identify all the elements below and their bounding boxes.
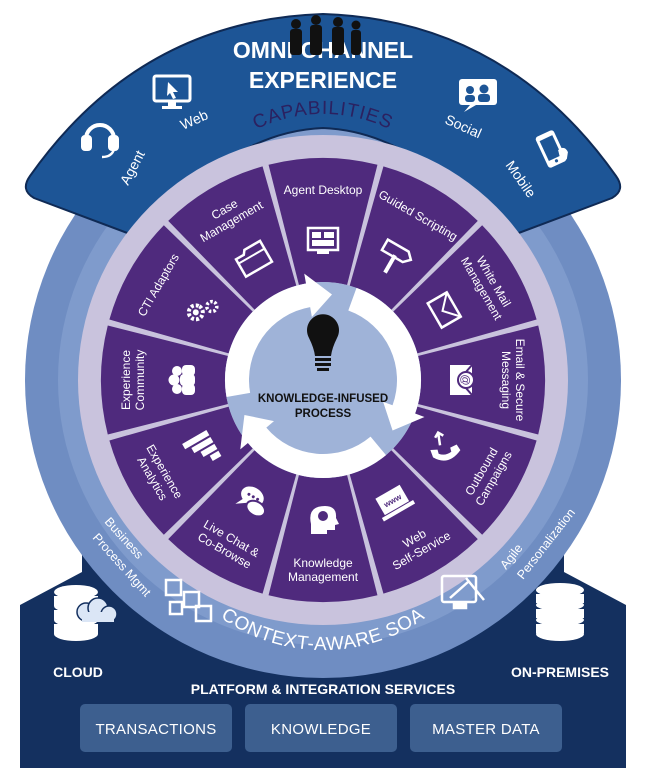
mobile-phone-icon xyxy=(535,130,568,168)
omni-title-line1: OMNI-CHANNEL xyxy=(233,37,413,63)
cycle-arrow xyxy=(225,273,332,398)
capability-label-line: Knowledge xyxy=(293,556,353,570)
capability-label: Email & SecureMessaging xyxy=(499,339,527,422)
bar-chart-icon xyxy=(182,430,222,461)
capability-segment-shape xyxy=(418,325,545,435)
chat-bubbles-icon xyxy=(235,486,267,518)
capability-segment-shape xyxy=(349,166,478,310)
head-bulb-icon xyxy=(310,506,339,534)
platform-box-transactions-label: TRANSACTIONS xyxy=(95,721,216,738)
on-premises-label: ON-PREMISES xyxy=(511,664,609,680)
cloud-database-icon xyxy=(54,585,118,641)
capability-segment[interactable]: CaseManagement xyxy=(168,166,297,310)
capability-label-line: Messaging xyxy=(499,351,513,409)
monitor-cursor-icon xyxy=(152,74,192,109)
cycle-arrow xyxy=(240,414,386,478)
phone-outbound-icon xyxy=(430,430,461,461)
capability-segment-shape xyxy=(109,225,253,354)
capability-segment[interactable]: White MailManagement xyxy=(393,225,537,354)
community-icon xyxy=(168,365,195,395)
headset-icon xyxy=(81,123,119,159)
platform-title: PLATFORM & INTEGRATION SERVICES xyxy=(191,681,455,697)
capability-label-line: Management xyxy=(288,570,359,584)
cycle-arrows xyxy=(225,273,425,478)
gears-icon xyxy=(186,299,219,322)
capability-label-line: Experience xyxy=(119,350,133,410)
process-flow-icon xyxy=(164,578,213,623)
svg-text:@: @ xyxy=(459,374,471,385)
design-tools-icon xyxy=(440,574,485,610)
platform-box-knowledge: KNOWLEDGE xyxy=(245,704,397,752)
capability-label: Agent Desktop xyxy=(284,183,363,197)
email-at-icon: @ xyxy=(450,364,475,396)
center-label-line1: KNOWLEDGE-INFUSED xyxy=(258,393,388,405)
on-premises-database-icon xyxy=(536,583,584,641)
capability-segment-shape xyxy=(168,166,297,310)
capability-segment[interactable]: Agent Desktop xyxy=(268,157,378,285)
people-chat-icon xyxy=(459,79,497,112)
envelope-icon xyxy=(426,290,463,330)
www-laptop-icon: www xyxy=(375,484,416,522)
capability-segment[interactable]: CTI Adaptors xyxy=(109,225,253,354)
capability-segment-shape xyxy=(268,475,378,603)
capability-segment[interactable]: ExperienceAnalytics xyxy=(109,406,253,535)
capability-segment[interactable]: OutboundCampaigns xyxy=(393,406,537,535)
capability-segment[interactable]: Email & SecureMessaging @ xyxy=(418,325,545,435)
capability-segment[interactable]: Guided Scripting xyxy=(349,166,478,310)
signpost-icon xyxy=(380,237,413,274)
capability-segment-shape xyxy=(268,157,378,285)
folder-icon xyxy=(234,239,274,279)
cycle-arrow xyxy=(348,287,425,431)
capability-segment[interactable]: Live Chat &Co-Browse xyxy=(168,450,297,594)
capability-segment-shape xyxy=(109,406,253,535)
center-label-line2: PROCESS xyxy=(295,408,352,420)
capability-segment-shape xyxy=(101,325,228,435)
people-silhouettes-icon xyxy=(290,15,361,55)
lightbulb-icon xyxy=(307,314,339,371)
desktop-window-icon xyxy=(306,226,340,254)
omni-channel-banner xyxy=(24,12,622,242)
omni-title-line2: EXPERIENCE xyxy=(249,67,397,93)
capability-segment-shape xyxy=(349,450,478,594)
capability-segment[interactable]: ExperienceCommunity xyxy=(101,325,228,435)
platform-box-knowledge-label: KNOWLEDGE xyxy=(271,721,371,738)
cloud-label: CLOUD xyxy=(53,664,103,680)
platform-box-transactions: TRANSACTIONS xyxy=(80,704,232,752)
platform-box-master-data: MASTER DATA xyxy=(410,704,562,752)
capability-segment-shape xyxy=(393,225,537,354)
center-circle xyxy=(225,282,421,478)
capability-segment-shape xyxy=(168,450,297,594)
capability-segment-shape xyxy=(393,406,537,535)
capability-label: ExperienceCommunity xyxy=(119,350,147,411)
platform-box-master-data-label: MASTER DATA xyxy=(432,721,540,738)
capability-label-line: Agent Desktop xyxy=(284,183,363,197)
capability-label-line: Community xyxy=(133,350,147,411)
capability-label-line: Email & Secure xyxy=(513,339,527,422)
